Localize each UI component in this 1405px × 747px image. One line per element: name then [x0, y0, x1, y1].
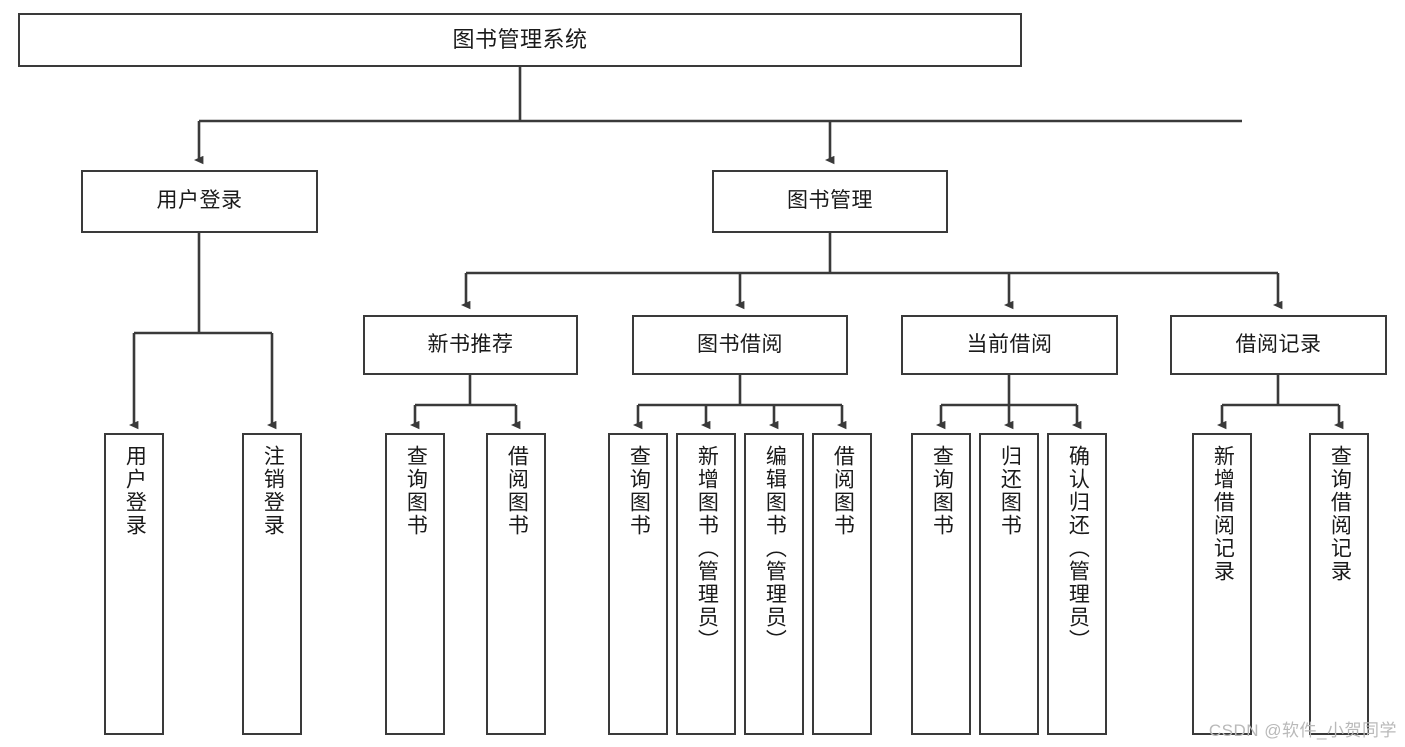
- node-current-borrow[interactable]: 当前借阅: [901, 315, 1118, 375]
- leaf-recommend-query-book-label: 查询图书: [404, 445, 428, 537]
- leaf-query-borrow-record-label: 查询借阅记录: [1328, 445, 1352, 583]
- node-new-book-recommend-label: 新书推荐: [427, 332, 514, 356]
- node-book-management-label: 图书管理: [787, 189, 873, 213]
- node-user-login-label: 用户登录: [156, 189, 243, 213]
- node-book-management[interactable]: 图书管理: [712, 170, 948, 233]
- leaf-current-query-book-label: 查询图书: [930, 445, 954, 537]
- leaf-borrow-query-book-label: 查询图书: [627, 445, 651, 537]
- leaf-confirm-return-admin[interactable]: 确认归还（管理员）: [1047, 433, 1107, 735]
- leaf-confirm-return-admin-label: 确认归还（管理员）: [1066, 445, 1090, 652]
- leaf-logout-label: 注销登录: [261, 445, 285, 537]
- node-book-borrow-label: 图书借阅: [697, 332, 783, 356]
- node-new-book-recommend[interactable]: 新书推荐: [363, 315, 578, 375]
- leaf-recommend-borrow-book-label: 借阅图书: [505, 445, 529, 537]
- leaf-edit-book-admin[interactable]: 编辑图书（管理员）: [744, 433, 804, 735]
- node-book-borrow[interactable]: 图书借阅: [632, 315, 848, 375]
- leaf-query-borrow-record[interactable]: 查询借阅记录: [1309, 433, 1369, 735]
- node-root-label: 图书管理系统: [452, 27, 588, 53]
- leaf-add-borrow-record[interactable]: 新增借阅记录: [1192, 433, 1252, 735]
- leaf-recommend-query-book[interactable]: 查询图书: [385, 433, 445, 735]
- leaf-user-login-label: 用户登录: [123, 445, 147, 537]
- node-current-borrow-label: 当前借阅: [966, 332, 1053, 356]
- leaf-logout[interactable]: 注销登录: [242, 433, 302, 735]
- node-borrow-record[interactable]: 借阅记录: [1170, 315, 1387, 375]
- leaf-edit-book-admin-label: 编辑图书（管理员）: [763, 445, 787, 652]
- leaf-current-query-book[interactable]: 查询图书: [911, 433, 971, 735]
- leaf-recommend-borrow-book[interactable]: 借阅图书: [486, 433, 546, 735]
- node-borrow-record-label: 借阅记录: [1235, 332, 1322, 356]
- leaf-add-book-admin[interactable]: 新增图书（管理员）: [676, 433, 736, 735]
- leaf-return-book-label: 归还图书: [998, 445, 1022, 537]
- leaf-borrow-query-book[interactable]: 查询图书: [608, 433, 668, 735]
- leaf-return-book[interactable]: 归还图书: [979, 433, 1039, 735]
- leaf-user-login[interactable]: 用户登录: [104, 433, 164, 735]
- leaf-add-borrow-record-label: 新增借阅记录: [1211, 445, 1235, 583]
- leaf-borrow-book[interactable]: 借阅图书: [812, 433, 872, 735]
- watermark-text: CSDN @软件_小贺同学: [1208, 721, 1397, 740]
- node-user-login[interactable]: 用户登录: [81, 170, 318, 233]
- leaf-add-book-admin-label: 新增图书（管理员）: [695, 445, 719, 652]
- node-root[interactable]: 图书管理系统: [18, 13, 1022, 67]
- leaf-borrow-book-label: 借阅图书: [831, 445, 855, 537]
